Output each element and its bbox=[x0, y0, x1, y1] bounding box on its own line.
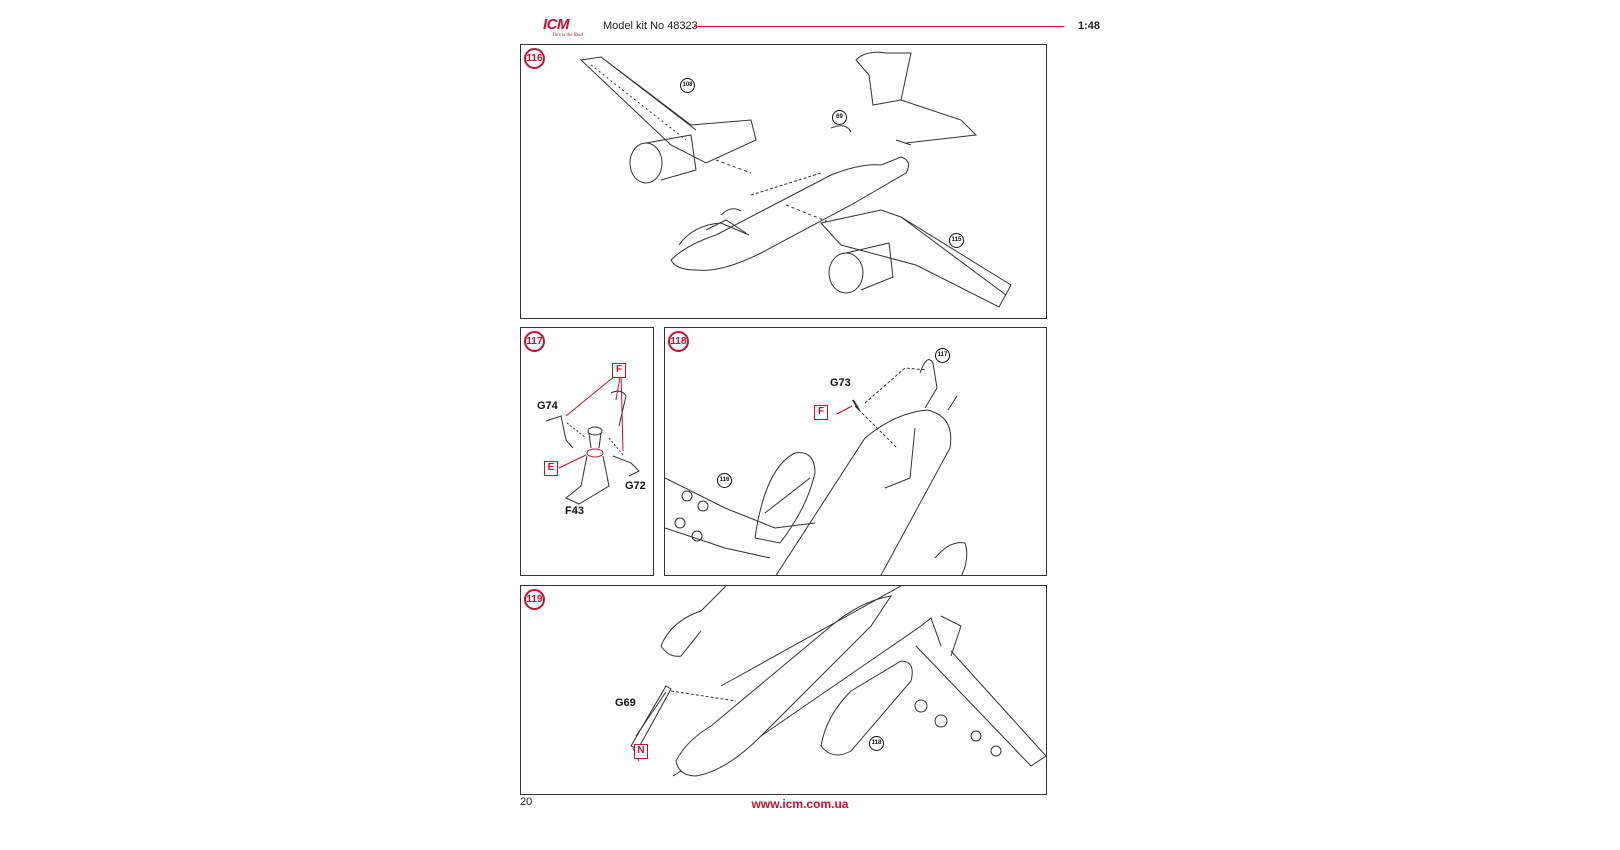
part-ref-108: 108 bbox=[680, 78, 695, 93]
step-number-119: 119 bbox=[524, 589, 545, 610]
part-label-g74: G74 bbox=[537, 400, 558, 412]
step-number-118: 118 bbox=[668, 331, 689, 352]
part-label-g69: G69 bbox=[615, 697, 636, 709]
page-header: ICM This is the Real Model kit No 48323 … bbox=[540, 14, 1100, 44]
part-sprue-f: F bbox=[612, 363, 626, 378]
part-ref-117: 117 bbox=[935, 348, 950, 363]
website-link[interactable]: www.icm.com.ua bbox=[751, 797, 849, 811]
landing-gear-illustration bbox=[545, 370, 640, 505]
step-118-panel: 118 117 G73 F 116 bbox=[664, 327, 1047, 576]
step-119-panel: 119 G69 N 118 bbox=[520, 585, 1047, 795]
step-number-117: 117 bbox=[524, 331, 545, 352]
step-117-panel: 117 F G74 E G72 F43 bbox=[520, 327, 654, 576]
logo-tagline: This is the Real bbox=[552, 33, 583, 38]
instruction-page: ICM This is the Real Model kit No 48323 … bbox=[520, 0, 1100, 850]
part-ref-116: 116 bbox=[717, 473, 732, 488]
step-number-116: 116 bbox=[524, 48, 545, 69]
scale-label: 1:48 bbox=[1077, 20, 1100, 32]
part-sprue-e: E bbox=[544, 461, 558, 476]
part-label-g72: G72 bbox=[625, 480, 646, 492]
crew-access-illustration bbox=[630, 586, 1046, 777]
part-ref-69: 69 bbox=[832, 110, 847, 125]
logo-brand: ICM bbox=[543, 16, 570, 33]
page-number: 20 bbox=[520, 796, 533, 808]
cockpit-assembly-illustration bbox=[665, 359, 968, 575]
part-ref-115: 115 bbox=[949, 233, 964, 248]
part-sprue-n: N bbox=[634, 744, 648, 759]
step-116-panel: 116 108 69 115 bbox=[520, 44, 1047, 319]
part-sprue-f: F bbox=[814, 405, 828, 420]
part-label-f43: F43 bbox=[565, 505, 584, 517]
part-label-g73: G73 bbox=[830, 377, 851, 389]
part-ref-118: 118 bbox=[869, 736, 884, 751]
aircraft-assembly-illustration bbox=[579, 51, 1012, 308]
header-rule bbox=[694, 26, 1064, 27]
kit-number: Model kit No 48323 bbox=[603, 20, 698, 32]
icm-logo: ICM This is the Real bbox=[540, 14, 592, 42]
